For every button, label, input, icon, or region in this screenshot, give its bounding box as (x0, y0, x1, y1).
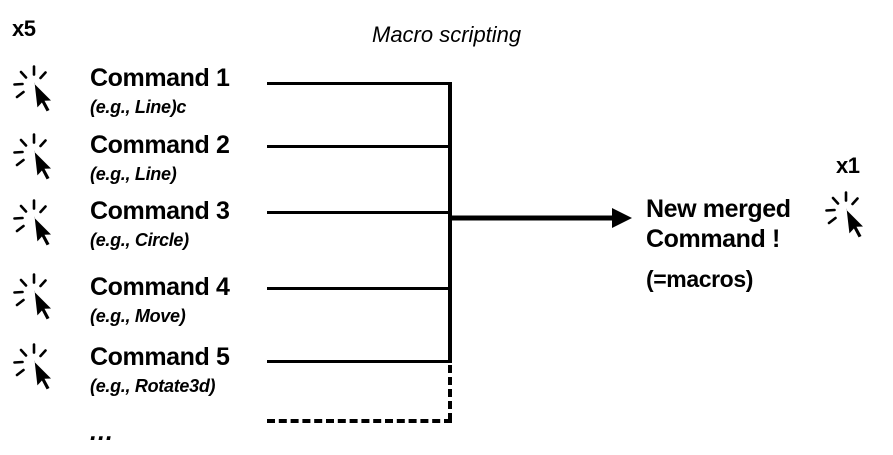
cursor-click-icon (10, 130, 62, 182)
connector-line (267, 360, 452, 363)
connector-line (267, 211, 452, 214)
command-title: Command 1 (90, 64, 230, 92)
command-title: Command 3 (90, 197, 230, 225)
dashed-continuation-horizontal (267, 419, 452, 423)
cursor-click-icon (10, 62, 62, 114)
command-title: Command 4 (90, 273, 230, 301)
dashed-continuation-vertical (448, 365, 452, 421)
right-multiplier-label: x1 (836, 153, 860, 178)
result-note: (=macros) (646, 266, 753, 292)
connector-line (267, 82, 452, 85)
command-example: (e.g., Line)c (90, 97, 187, 117)
command-title: Command 5 (90, 343, 230, 371)
result-title-line1: New merged (646, 195, 791, 223)
result-title-line2: Command ! (646, 225, 780, 253)
arrow-right-icon (448, 202, 633, 239)
command-example: (e.g., Rotate3d) (90, 376, 216, 396)
command-title: Command 2 (90, 131, 230, 159)
connector-line (267, 145, 452, 148)
command-example: (e.g., Circle) (90, 230, 189, 250)
page-title: Macro scripting (372, 22, 522, 47)
result-title: New merged Command ! (646, 194, 791, 254)
left-multiplier-label: x5 (12, 16, 36, 41)
cursor-click-icon (10, 270, 62, 322)
command-example: (e.g., Move) (90, 306, 186, 326)
cursor-click-icon (10, 196, 62, 248)
command-example: (e.g., Line) (90, 164, 177, 184)
cursor-click-icon (10, 340, 62, 392)
bracket-spine (448, 82, 452, 363)
more-commands-ellipsis: ... (90, 418, 114, 446)
connector-line (267, 287, 452, 290)
cursor-click-icon (822, 188, 874, 240)
